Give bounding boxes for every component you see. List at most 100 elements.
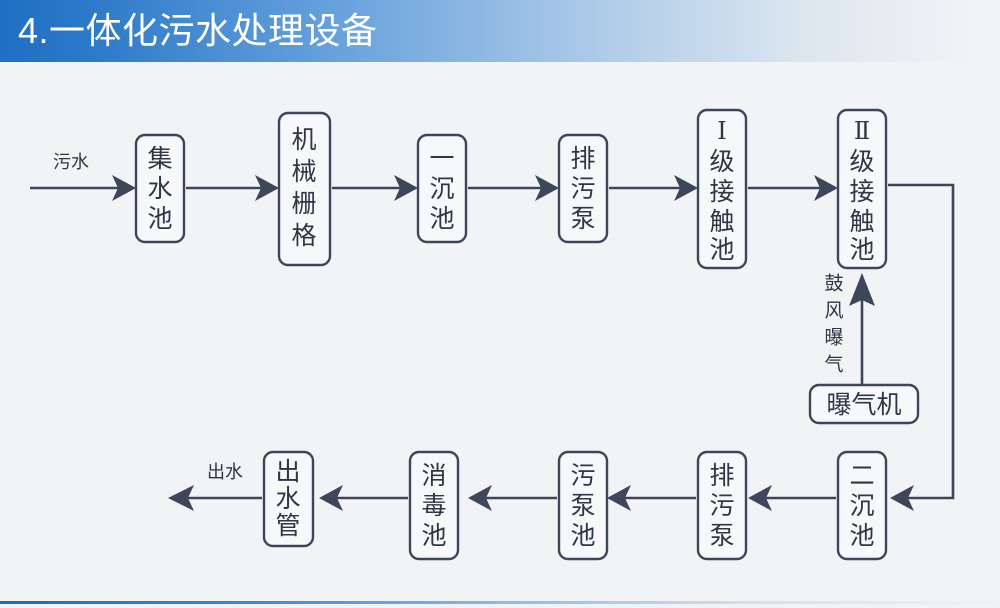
node-char: 池 (849, 522, 874, 550)
arrow-head-icon (535, 175, 559, 201)
node-char: 池 (147, 205, 172, 233)
node-char: 接 (849, 178, 874, 206)
edge-jiechuchi2-to-erchenchi (888, 183, 955, 511)
process-flow-diagram: 污水 集 水 池 机 械 栅 格 (0, 62, 1000, 601)
node-char: 池 (849, 236, 874, 264)
node-char: 池 (709, 236, 734, 264)
arrow-head-icon (468, 485, 492, 511)
edge-inlet-to-jishuichi: 污水 (30, 152, 136, 201)
node-box (808, 383, 920, 425)
node-box (262, 450, 315, 548)
aeration-label-char: 风 (824, 301, 843, 322)
node-char: 触 (849, 208, 874, 236)
node-char: 污 (570, 175, 595, 203)
node-box (277, 111, 332, 267)
arrow-head-icon (814, 175, 838, 201)
node-char: 泵 (709, 522, 734, 550)
footer-accent-rule (0, 601, 1000, 604)
node-jiechuchi-2[interactable]: Ⅱ 级 接 触 池 (836, 108, 888, 270)
node-chushuiguan[interactable]: 出 水 管 (262, 450, 315, 548)
edge-xiaoduchi-to-chushuiguan (319, 485, 408, 511)
edge-paiwubeng1-to-jiechuchi1 (609, 175, 698, 201)
edge-paiwubeng2-to-wubengchi (607, 485, 696, 511)
arrow-head-icon (168, 485, 194, 511)
page-title: 4.一体化污水处理设备 (18, 10, 378, 51)
node-char: 泵 (570, 492, 595, 520)
node-char: 一 (429, 145, 454, 173)
node-char: 池 (421, 522, 446, 550)
node-char: 排 (570, 145, 595, 173)
node-yichenchi[interactable]: 一 沉 池 (416, 133, 468, 244)
node-box (134, 133, 186, 244)
arrow-head-icon (674, 175, 698, 201)
edge-puqiji-to-jiechuchi2: 鼓 风 曝 气 (824, 273, 875, 385)
node-char: Ⅰ (717, 119, 726, 145)
node-jishuichi[interactable]: 集 水 池 (134, 133, 186, 244)
node-char: 沉 (849, 492, 874, 520)
edge-chushuiguan-to-outlet: 出水 (168, 462, 262, 511)
arrow-head-icon (607, 485, 631, 511)
node-box (557, 450, 609, 561)
node-char: 出 (275, 458, 300, 486)
node-wubengchi[interactable]: 污 泵 池 (557, 450, 609, 561)
arrow-head-icon (319, 485, 343, 511)
node-box (696, 108, 748, 270)
arrow-head-icon (394, 175, 418, 201)
node-label: 曝气机 (826, 391, 901, 419)
node-box (836, 450, 888, 561)
node-xiaoduchi[interactable]: 消 毒 池 (408, 450, 460, 561)
node-paiwubeng-bottom[interactable]: 排 污 泵 (696, 450, 748, 561)
node-jixieshange[interactable]: 机 械 栅 格 (277, 111, 332, 267)
node-char: 级 (849, 148, 874, 176)
aeration-label-char: 气 (824, 354, 843, 376)
node-char: 栅 (291, 190, 316, 218)
node-box (557, 133, 609, 244)
node-char: 泵 (570, 205, 595, 233)
node-char: 池 (429, 205, 454, 233)
node-char: 污 (709, 492, 734, 520)
node-char: 池 (570, 522, 595, 550)
inlet-label: 污水 (53, 152, 89, 172)
node-char: 排 (709, 462, 734, 490)
node-char: 管 (275, 512, 300, 540)
node-jiechuchi-1[interactable]: Ⅰ 级 接 触 池 (696, 108, 748, 270)
node-char: 污 (570, 462, 595, 490)
node-char: 集 (147, 145, 172, 173)
arrow-head-icon (112, 175, 136, 201)
node-char: 消 (421, 462, 446, 490)
edge-yichenchi-to-paiwubeng1 (468, 175, 559, 201)
node-char: 沉 (429, 175, 454, 203)
node-box (836, 108, 888, 270)
edge-wubengchi-to-xiaoduchi (468, 485, 557, 511)
node-box (696, 450, 748, 561)
node-char: 毒 (421, 492, 446, 520)
node-char: 械 (291, 158, 316, 186)
arrow-head-icon (849, 273, 875, 306)
edge-jixieshange-to-yichenchi (332, 175, 418, 201)
outlet-label: 出水 (207, 462, 243, 482)
node-char: 水 (147, 175, 172, 203)
flowchart-svg: 污水 集 水 池 机 械 栅 格 (30, 108, 955, 561)
node-char: Ⅱ (854, 119, 870, 145)
edge-jiechuchi1-to-jiechuchi2 (748, 175, 838, 201)
node-erchenchi[interactable]: 二 沉 池 (836, 450, 888, 561)
node-char: 二 (849, 462, 874, 490)
aeration-label-char: 曝 (824, 328, 843, 349)
arrow-head-icon (255, 175, 279, 201)
arrow-head-icon (890, 485, 914, 511)
arrow-head-icon (748, 485, 772, 511)
node-char: 水 (275, 485, 300, 513)
node-puqiji[interactable]: 曝气机 (808, 383, 920, 425)
node-char: 格 (291, 222, 316, 250)
node-box (416, 133, 468, 244)
node-char: 触 (709, 208, 734, 236)
edge-jishuichi-to-jixieshange (186, 175, 279, 201)
edge-erchenchi-to-paiwubeng2 (748, 485, 836, 511)
header-bar: 4.一体化污水处理设备 (0, 0, 1000, 62)
node-char: 机 (291, 126, 316, 154)
aeration-label-char: 鼓 (824, 273, 843, 295)
node-char: 接 (709, 178, 734, 206)
node-char: 级 (709, 148, 734, 176)
node-paiwubeng-top[interactable]: 排 污 泵 (557, 133, 609, 244)
